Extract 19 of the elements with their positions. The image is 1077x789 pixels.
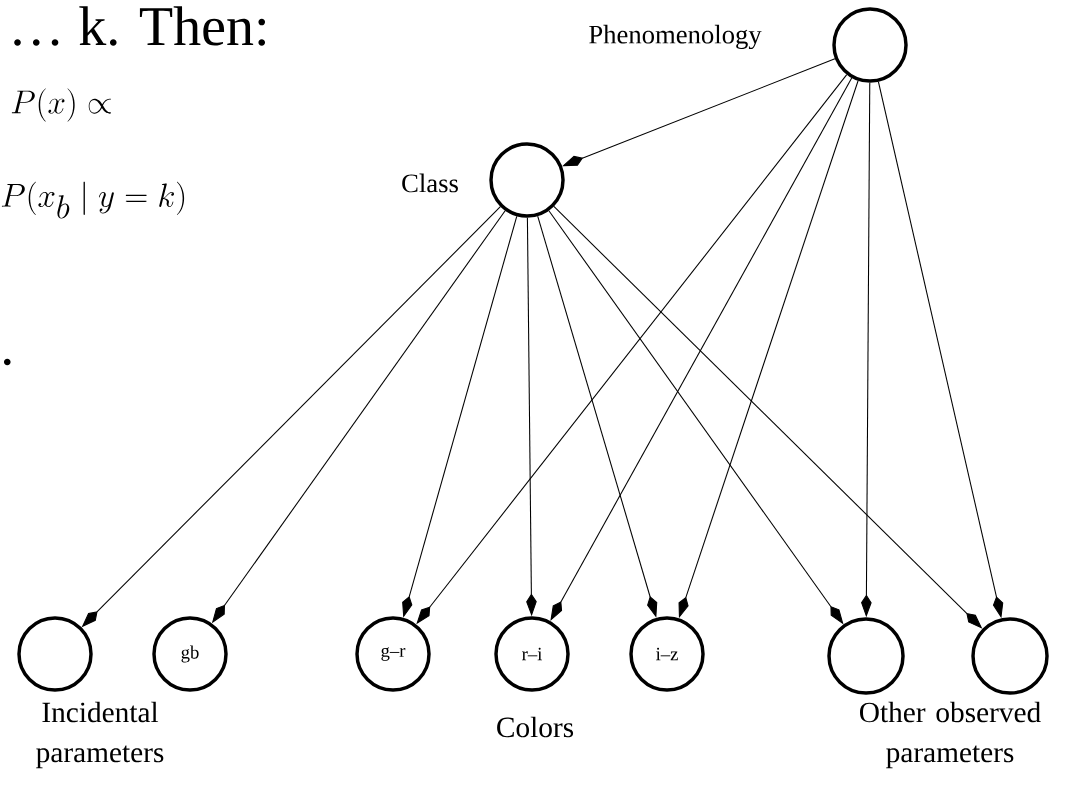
graph-node: gb — [152, 616, 228, 692]
text-fragment: … k. Then: — [14, 6, 265, 46]
group-label: Incidental parameters — [36, 701, 164, 769]
group-label: Colors — [497, 716, 574, 738]
graph-node — [17, 616, 93, 692]
graph-node — [971, 617, 1049, 695]
graph-node: Phenomenology — [589, 7, 908, 83]
formula: $P(x) \propto$ — [11, 88, 111, 122]
node-label: Phenomenology — [589, 24, 762, 50]
arrow — [550, 77, 853, 621]
graph-node: i–z — [629, 616, 705, 692]
graph-node: Class — [402, 142, 565, 218]
graph-node: r–i — [494, 616, 570, 692]
graph-node — [827, 617, 905, 695]
node-label: Class — [402, 173, 458, 193]
text-fragment: . — [3, 358, 11, 366]
group-label: Other observed parameters — [860, 701, 1041, 769]
graph-node: g–r — [355, 616, 431, 692]
formula: $P(x_{b} \mid y = k)$ — [1, 181, 185, 219]
